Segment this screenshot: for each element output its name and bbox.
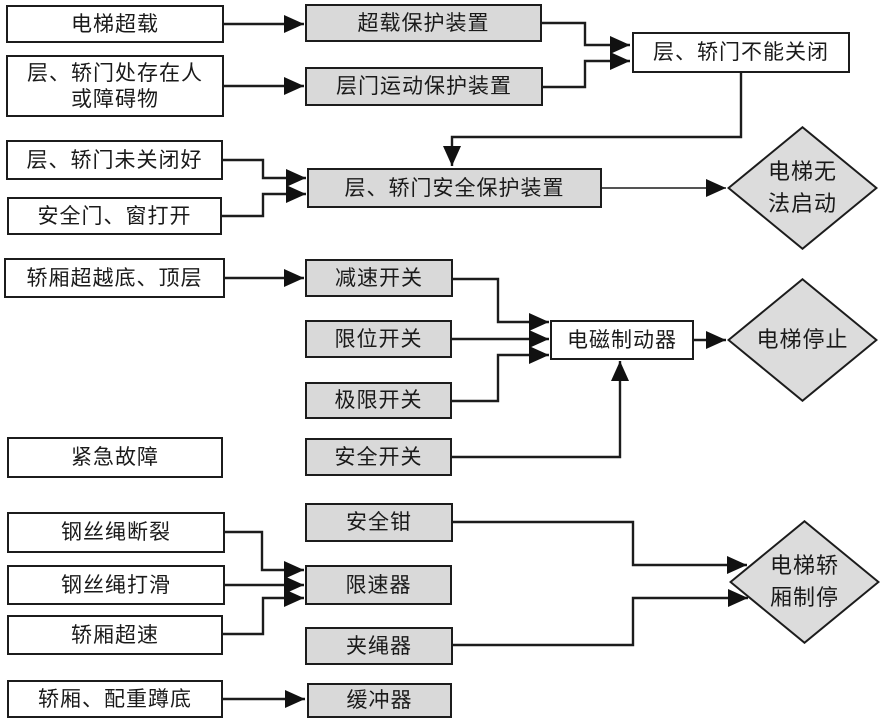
node-door-safety-protection-device: 层、轿门安全保护装置 — [307, 168, 602, 208]
node-elevator-stops: 电梯停止 — [727, 278, 878, 402]
node-label: 电磁制动器 — [567, 327, 677, 352]
node-label: 钢丝绳打滑 — [61, 572, 171, 597]
node-label: 层、轿门不能关闭 — [653, 40, 829, 65]
edge-doors-cannot-close-to-door-safety-protection — [443, 73, 743, 166]
node-label: 电梯超载 — [71, 11, 159, 36]
node-overload-protection-device: 超载保护装置 — [305, 4, 542, 42]
node-label: 轿厢、配重蹲底 — [38, 686, 192, 711]
diamond-shape — [727, 126, 878, 250]
edge-rope-break-to-speed-governor — [225, 530, 304, 579]
node-emergency-fault: 紧急故障 — [7, 437, 223, 478]
edge-safety-door-open-to-door-safety-protection — [222, 185, 306, 218]
node-label: 安全钳 — [346, 510, 412, 535]
node-label: 紧急故障 — [71, 445, 159, 470]
node-label: 减速开关 — [335, 265, 423, 290]
node-label: 层、轿门处存在人或障碍物 — [27, 60, 203, 111]
node-label: 钢丝绳断裂 — [61, 520, 171, 545]
node-door-obstruction: 层、轿门处存在人或障碍物 — [6, 55, 224, 117]
node-label: 电梯停止 — [756, 327, 849, 353]
node-doors-cannot-close: 层、轿门不能关闭 — [632, 32, 850, 73]
node-label: 限速器 — [345, 572, 412, 597]
edge-door-not-closed-to-door-safety-protection — [223, 158, 306, 187]
node-label: 轿厢超越底、顶层 — [26, 265, 203, 290]
node-safety-door-open: 安全门、窗打开 — [7, 197, 222, 235]
node-label: 安全门、窗打开 — [37, 203, 192, 228]
node-label: 夹绳器 — [346, 633, 412, 658]
edge-safety-gear-to-car-braked — [453, 520, 747, 574]
node-label: 轿厢超速 — [71, 622, 159, 647]
node-limit-switch: 限位开关 — [305, 320, 452, 358]
node-elevator-cannot-start: 电梯无法启动 — [727, 126, 878, 250]
node-label: 极限开关 — [334, 388, 423, 413]
node-label: 缓冲器 — [346, 688, 413, 713]
node-label: 电梯轿厢制停 — [769, 553, 839, 610]
diamond-shape — [729, 520, 880, 644]
node-label: 安全开关 — [334, 444, 423, 469]
edge-safety-switch-to-brake — [452, 361, 629, 459]
node-car-over-travel: 轿厢超越底、顶层 — [4, 258, 225, 298]
node-elevator-car-braked: 电梯轿厢制停 — [729, 520, 880, 644]
node-deceleration-switch: 减速开关 — [305, 259, 453, 297]
node-label: 限位开关 — [334, 326, 423, 351]
node-speed-governor: 限速器 — [305, 565, 452, 605]
node-final-limit-switch: 极限开关 — [305, 382, 452, 419]
edge-decel-switch-to-brake — [453, 277, 549, 331]
node-car-overspeed: 轿厢超速 — [7, 615, 223, 655]
edge-car-overspeed-to-speed-governor — [223, 589, 304, 636]
node-rope-gripper: 夹绳器 — [305, 627, 453, 665]
node-buffer: 缓冲器 — [307, 683, 452, 718]
node-door-not-closed: 层、轿门未关闭好 — [6, 140, 223, 180]
node-car-bottoming: 轿厢、配重蹲底 — [7, 680, 223, 718]
node-elevator-overload: 电梯超载 — [6, 5, 224, 43]
node-rope-slip: 钢丝绳打滑 — [7, 565, 225, 605]
node-label: 超载保护装置 — [357, 10, 490, 35]
edge-rope-gripper-to-car-braked — [453, 589, 748, 647]
node-safety-switch: 安全开关 — [305, 438, 452, 476]
node-label: 电梯无法启动 — [767, 159, 837, 216]
node-safety-gear: 安全钳 — [305, 503, 453, 542]
node-label: 层、轿门未关闭好 — [26, 147, 203, 172]
node-electromagnetic-brake: 电磁制动器 — [550, 320, 694, 360]
node-rope-break: 钢丝绳断裂 — [7, 512, 225, 553]
node-label: 层、轿门安全保护装置 — [344, 175, 565, 200]
node-door-motion-protection-device: 层门运动保护装置 — [305, 67, 543, 106]
diamond-shape — [727, 278, 878, 402]
edge-overload-protection-to-doors-cannot-close — [542, 21, 630, 54]
edge-final-limit-switch-to-brake — [452, 346, 549, 403]
node-label: 层门运动保护装置 — [336, 74, 512, 99]
edge-door-motion-protection-to-doors-cannot-close — [543, 52, 630, 89]
